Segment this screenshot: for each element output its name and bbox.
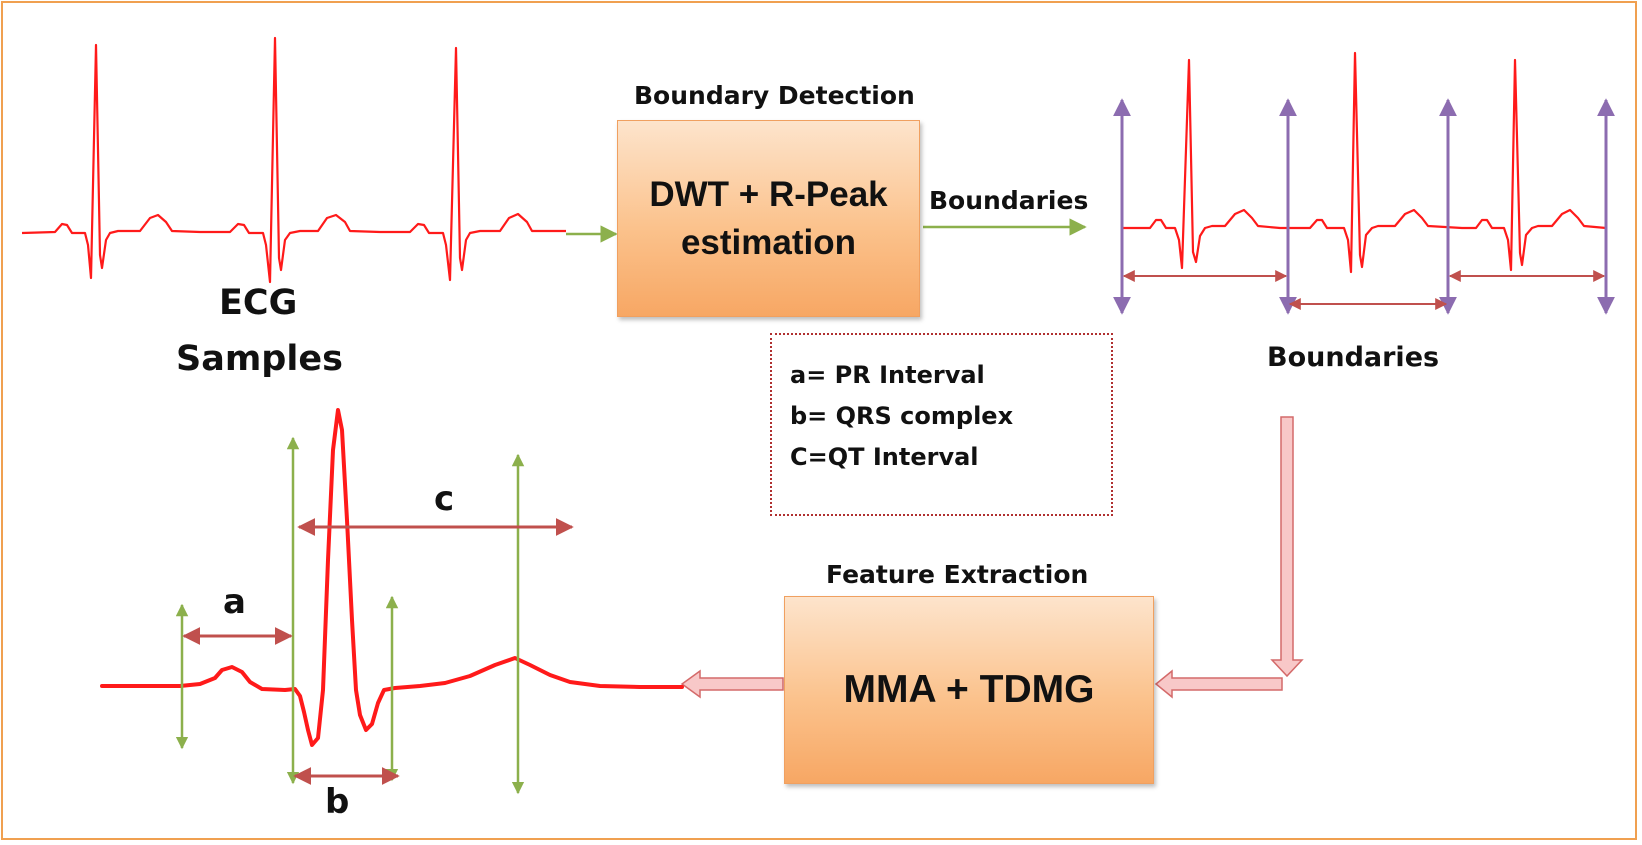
mma-box-label: MMA + TDMG (843, 668, 1095, 711)
boundaries-caption: Boundaries (1267, 342, 1440, 373)
ecg-caption-line1: ECG (219, 283, 298, 323)
dwt-box-line2: estimation (680, 222, 857, 262)
dwt-box-line1: DWT + R-Peak (649, 174, 888, 214)
interval-label-a: a (223, 582, 246, 622)
legend-item-qt: C=QT Interval (790, 443, 979, 471)
ecg-single-beat (100, 408, 684, 747)
legend-item-pr: a= PR Interval (790, 361, 985, 389)
feature-extraction-title: Feature Extraction (826, 560, 1089, 589)
legend-item-qrs: b= QRS complex (790, 402, 1014, 430)
ecg-trace-segmented (1122, 51, 1607, 274)
mma-tdmg-box: MMA + TDMG (784, 596, 1154, 784)
interval-label-c: c (434, 479, 455, 519)
block-arrow-out-of-mma (680, 669, 784, 699)
ecg-caption-line2: Samples (176, 339, 343, 379)
block-arrow-into-mma (1154, 669, 1283, 699)
ecg-trace-input (21, 36, 566, 284)
boundaries-arrow-label: Boundaries (929, 186, 1089, 215)
boundary-detection-title: Boundary Detection (634, 81, 915, 110)
interval-legend: a= PR Interval b= QRS complex C=QT Inter… (770, 333, 1113, 516)
dwt-rpeak-box: DWT + R-Peak estimation (617, 120, 920, 317)
interval-label-b: b (325, 782, 350, 822)
block-arrow-down (1270, 416, 1304, 678)
